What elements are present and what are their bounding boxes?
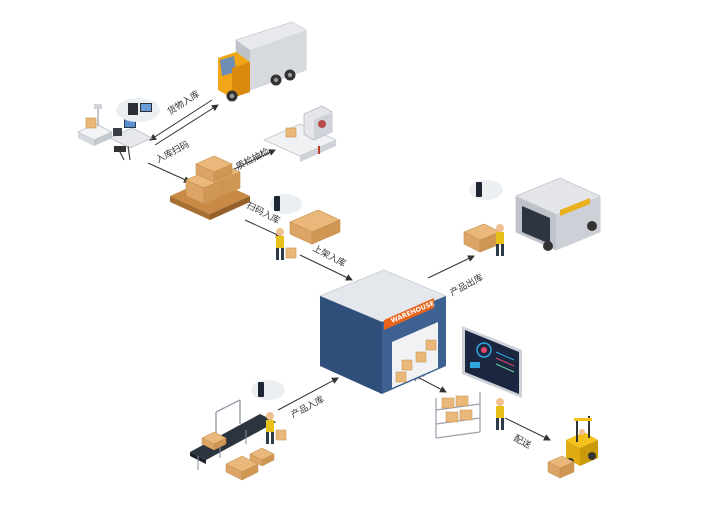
- warehouse-building: WAREHOUSE: [318, 269, 448, 394]
- inspection-machine: [263, 105, 337, 162]
- storage-shelf: [435, 392, 504, 439]
- worker-scan-inbound: [276, 209, 341, 260]
- arrow-warehouse-outbound: [427, 255, 475, 279]
- forklift-icon: [547, 416, 598, 479]
- label-outbound: 产品出库: [448, 271, 485, 299]
- dashboard-monitor-icon: [462, 326, 522, 398]
- label-dispatch: 配送: [512, 432, 534, 451]
- scanner-bubble-1: [270, 194, 302, 214]
- arrow-pallet-inspection: [227, 149, 276, 173]
- worker-outbound: [463, 223, 504, 256]
- delivery-van-icon: [515, 177, 601, 251]
- barcode-scanner-icon: [258, 382, 264, 397]
- conveyor-line: [190, 399, 287, 481]
- arrow-truck-receiving: [149, 99, 213, 141]
- label-to-warehouse: 上架入库: [311, 242, 348, 270]
- label-production-inbound: 产品入库: [289, 393, 326, 421]
- arrow-shelf-dispatch: [504, 417, 551, 441]
- barcode-scanner-icon: [274, 196, 280, 211]
- receiving-station: [77, 104, 153, 161]
- box-truck-icon: [218, 21, 307, 102]
- computer-icon: [128, 103, 152, 115]
- scanner-bubble-2: [469, 180, 503, 200]
- label-inspection: 质检抽检: [234, 145, 271, 173]
- arrow-scan-warehouse: [299, 254, 353, 281]
- scanner-bubble-3: [251, 380, 285, 400]
- arrow-production-warehouse: [277, 377, 339, 411]
- barcode-scanner-icon: [476, 182, 482, 197]
- flow-labels: 货物入库 入库扫码 质检抽检 扫码入库 上架入库 产品出库 产品入库 拣货出库 …: [154, 88, 533, 451]
- pallet-boxes: [170, 155, 250, 220]
- arrow-truck-receiving-back: [154, 104, 219, 146]
- arrow-pallet-scan: [244, 219, 283, 238]
- label-truck-to-receiving: 货物入库: [165, 88, 202, 118]
- flow-arrows: [147, 99, 551, 441]
- arrow-receiving-pallet: [147, 162, 191, 183]
- computer-bubble: [116, 98, 160, 122]
